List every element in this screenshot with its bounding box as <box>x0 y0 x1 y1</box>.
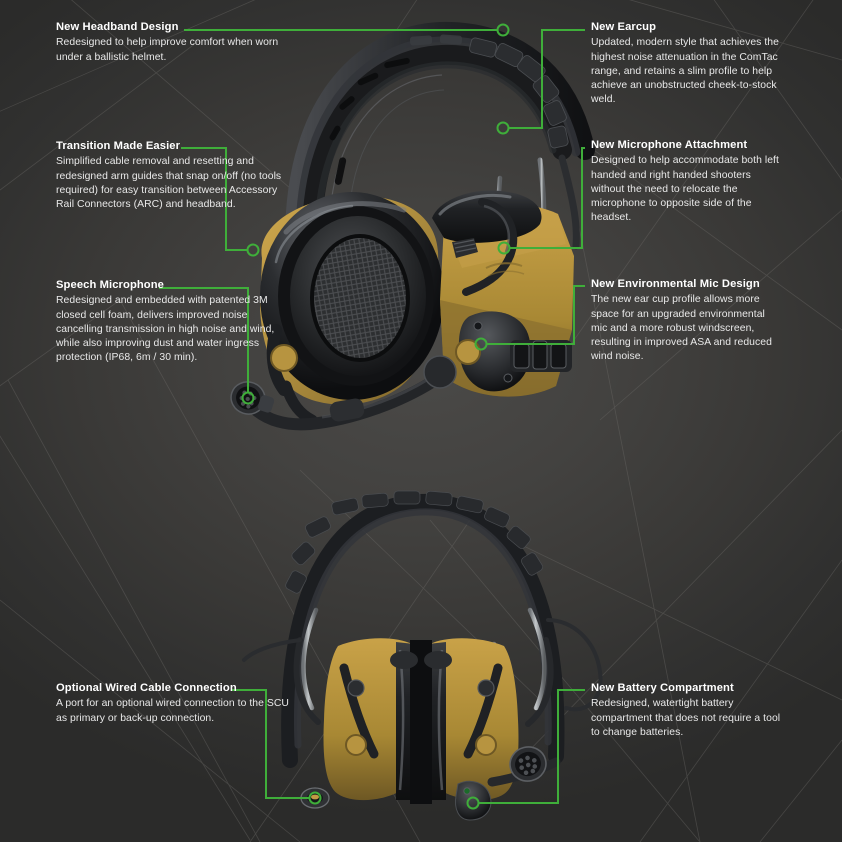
callout-headband-title: New Headband Design <box>56 21 179 33</box>
endpoint-wired-cable <box>308 791 322 805</box>
callout-battery-compartment-body: Redesigned, watertight battery compartme… <box>591 698 781 738</box>
callout-earcup-title: New Earcup <box>591 21 657 33</box>
callout-speech-microphone-title: Speech Microphone <box>56 279 164 291</box>
callout-transition-body: Simplified cable removal and resetting a… <box>56 156 282 210</box>
callout-battery-compartment-title: New Battery Compartment <box>591 682 734 694</box>
connector-earcup <box>508 29 585 129</box>
endpoint-earcup <box>496 121 510 135</box>
callout-environmental-mic: New Environmental Mic Design The new ear… <box>591 278 781 364</box>
callout-environmental-mic-body: The new ear cup profile allows more spac… <box>591 294 772 362</box>
callout-speech-microphone-body: Redesigned and embedded with patented 3M… <box>56 295 275 363</box>
callout-speech-microphone: Speech Microphone Redesigned and embedde… <box>56 279 296 365</box>
endpoint-headband <box>496 23 510 37</box>
endpoint-battery <box>466 796 480 810</box>
connector-battery <box>478 689 585 804</box>
callout-battery-compartment: New Battery Compartment Redesigned, wate… <box>591 682 781 740</box>
callout-optional-wired-cable-connection-title: Optional Wired Cable Connection <box>56 682 237 694</box>
callout-microphone-attachment: New Microphone Attachment Designed to he… <box>591 139 781 225</box>
callout-earcup: New Earcup Updated, modern style that ac… <box>591 21 781 107</box>
callout-transition-title: Transition Made Easier <box>56 140 181 152</box>
connector-microphone-attachment <box>509 147 585 249</box>
connector-environmental-mic <box>486 285 585 345</box>
endpoint-speech-microphone <box>241 391 255 405</box>
callout-headband: New Headband Design Redesigned to help i… <box>56 21 296 65</box>
callout-microphone-attachment-body: Designed to help accommodate both left h… <box>591 155 779 223</box>
callout-transition: Transition Made Easier Simplified cable … <box>56 140 296 212</box>
endpoint-transition <box>246 243 260 257</box>
callout-earcup-body: Updated, modern style that achieves the … <box>591 37 779 105</box>
callout-environmental-mic-title: New Environmental Mic Design <box>591 278 760 290</box>
callout-optional-wired-cable-connection-body: A port for an optional wired connection … <box>56 698 289 724</box>
endpoint-environmental-mic <box>474 337 488 351</box>
callout-headband-body: Redesigned to help improve comfort when … <box>56 37 279 63</box>
callout-optional-wired-cable-connection: Optional Wired Cable Connection A port f… <box>56 682 296 726</box>
callout-microphone-attachment-title: New Microphone Attachment <box>591 139 748 151</box>
endpoint-microphone-attachment <box>497 241 511 255</box>
